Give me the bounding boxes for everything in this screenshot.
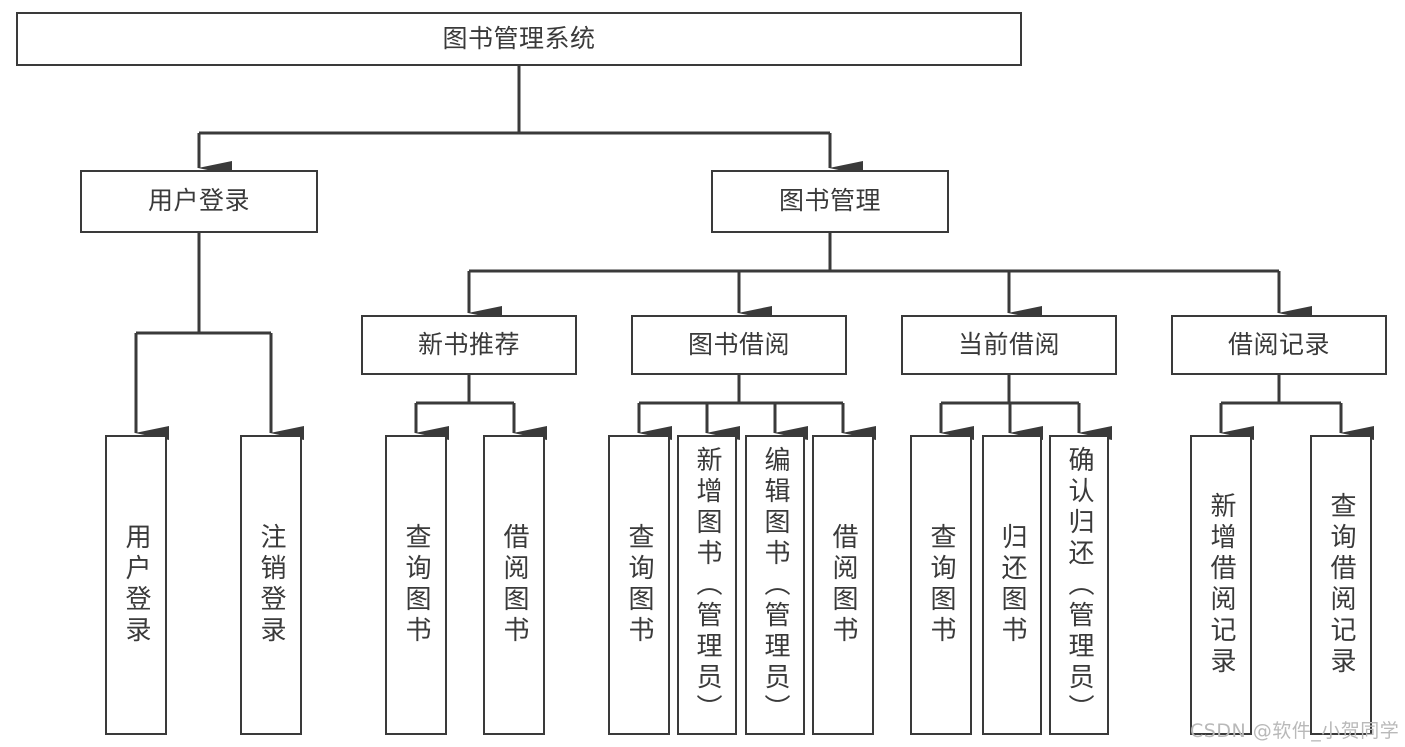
node-borrowing-record[interactable]: 借阅记录 [1171, 315, 1387, 375]
node-label: 图书管理 [778, 186, 881, 216]
node-label: 图书借阅 [687, 329, 790, 359]
node-new-book-recommendation[interactable]: 新书推荐 [361, 315, 577, 375]
node-label: 查询图书 [624, 523, 654, 647]
node-label: 借阅图书 [828, 523, 858, 647]
node-label: 新增图书（管理员） [692, 445, 722, 725]
node-user-login[interactable]: 用户登录 [80, 170, 318, 233]
leaf-user-login-logout[interactable]: 注销登录 [240, 435, 302, 735]
leaf-current-borrow-query-books[interactable]: 查询图书 [910, 435, 972, 735]
leaf-borrow-record-query-record[interactable]: 查询借阅记录 [1310, 435, 1372, 735]
leaf-borrow-record-add-record[interactable]: 新增借阅记录 [1190, 435, 1252, 735]
node-label: 新增借阅记录 [1206, 492, 1236, 678]
node-book-management[interactable]: 图书管理 [711, 170, 949, 233]
node-label: 图书管理系统 [442, 23, 596, 53]
node-label: 查询借阅记录 [1326, 492, 1356, 678]
leaf-new-book-query-books[interactable]: 查询图书 [385, 435, 447, 735]
node-current-borrowing[interactable]: 当前借阅 [901, 315, 1117, 375]
leaf-current-borrow-confirm-return-admin[interactable]: 确认归还（管理员） [1049, 435, 1109, 735]
leaf-book-borrow-query-books[interactable]: 查询图书 [608, 435, 670, 735]
node-label: 确认归还（管理员） [1064, 445, 1094, 725]
leaf-book-borrow-borrow-books[interactable]: 借阅图书 [812, 435, 874, 735]
node-label: 用户登录 [147, 186, 250, 216]
node-label: 当前借阅 [957, 329, 1060, 359]
node-label: 查询图书 [926, 523, 956, 647]
node-label: 注销登录 [256, 523, 286, 647]
node-label: 借阅记录 [1227, 329, 1330, 359]
leaf-book-borrow-add-book-admin[interactable]: 新增图书（管理员） [677, 435, 737, 735]
node-root-book-management-system[interactable]: 图书管理系统 [16, 12, 1022, 66]
leaf-book-borrow-edit-book-admin[interactable]: 编辑图书（管理员） [745, 435, 805, 735]
leaf-user-login-login[interactable]: 用户登录 [105, 435, 167, 735]
node-label: 编辑图书（管理员） [760, 445, 790, 725]
leaf-new-book-borrow-books[interactable]: 借阅图书 [483, 435, 545, 735]
node-label: 归还图书 [997, 523, 1027, 647]
csdn-watermark: CSDN @软件_小贺同学 [1190, 720, 1400, 742]
node-label: 借阅图书 [499, 523, 529, 647]
node-label: 查询图书 [401, 523, 431, 647]
node-book-borrowing[interactable]: 图书借阅 [631, 315, 847, 375]
node-label: 用户登录 [121, 523, 151, 647]
node-label: 新书推荐 [417, 329, 520, 359]
leaf-current-borrow-return-books[interactable]: 归还图书 [982, 435, 1042, 735]
